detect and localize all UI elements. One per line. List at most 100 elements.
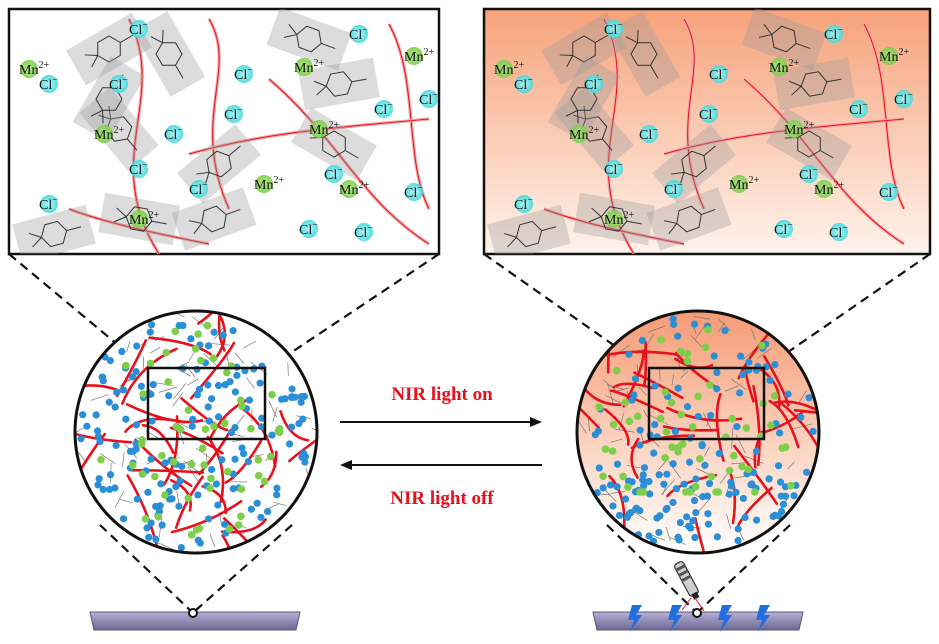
linker-line: [638, 386, 647, 396]
chloride-ion-glow: [665, 180, 683, 198]
chloride-dot: [774, 462, 783, 470]
chloride-ion-glow: [585, 75, 603, 93]
chloride-dot: [94, 432, 102, 440]
polymer-fiber: [604, 408, 630, 446]
manganese-dot: [619, 472, 627, 481]
manganese-ion-glow: [770, 58, 788, 76]
chloride-ion-glow: [300, 220, 318, 238]
chloride-dot: [210, 328, 218, 336]
chloride-dot: [713, 385, 721, 393]
linker-line: [680, 370, 689, 379]
manganese-dot: [609, 420, 618, 429]
chloride-dot: [727, 478, 735, 486]
chloride-dot: [221, 381, 229, 389]
linker-line: [697, 498, 711, 514]
manganese-dot: [656, 414, 665, 423]
manganese-dot: [161, 491, 169, 499]
linker-line: [75, 426, 86, 434]
manganese-dot: [633, 412, 642, 421]
chloride-dot: [147, 455, 155, 463]
chloride-ion-glow: [830, 223, 848, 241]
chloride-dot: [685, 522, 693, 530]
polymer-fiber: [75, 432, 107, 490]
manganese-dot: [704, 326, 712, 334]
manganese-dot: [744, 465, 753, 474]
chloride-dot: [231, 424, 239, 432]
manganese-dot: [172, 422, 181, 431]
chloride-dot: [165, 392, 173, 400]
linker-line: [272, 501, 287, 506]
chloride-ion-glow: [40, 195, 58, 213]
chloride-dot: [805, 394, 813, 402]
chloride-dot: [721, 327, 729, 335]
catechol-unit: [607, 11, 681, 97]
manganese-dot: [728, 414, 736, 423]
chloride-dot: [204, 381, 212, 389]
chloride-dot: [257, 423, 266, 431]
chloride-ion-glow: [355, 223, 373, 241]
chloride-dot: [775, 512, 783, 520]
manganese-dot: [139, 390, 147, 398]
linker-line: [694, 316, 710, 320]
manganese-dot: [677, 410, 686, 419]
polymer-fiber: [75, 429, 133, 444]
chloride-dot: [645, 477, 653, 486]
linker-line: [126, 341, 131, 353]
chloride-dot: [204, 515, 213, 523]
linker-line: [718, 318, 732, 331]
chloride-dot: [207, 395, 216, 403]
manganese-dot: [154, 512, 163, 521]
manganese-ion-glow: [605, 210, 623, 228]
forward-arrow: NIR light on: [340, 384, 542, 427]
linker-line: [651, 534, 666, 541]
manganese-dot: [683, 357, 692, 366]
polymer-fiber: [662, 425, 719, 432]
catechol-unit: [132, 11, 206, 97]
manganese-dot: [238, 402, 246, 410]
manganese-dot: [223, 368, 231, 377]
chloride-ion-glow: [515, 195, 533, 213]
manganese-dot: [170, 458, 178, 466]
linker-line: [268, 400, 278, 418]
catechol-unit: [741, 9, 827, 71]
chloride-dot: [119, 386, 127, 394]
chloride-dot: [146, 328, 154, 336]
chloride-dot: [288, 393, 296, 401]
chloride-dot: [704, 510, 712, 518]
chloride-dot: [132, 368, 140, 376]
chloride-ion-glow: [130, 160, 148, 178]
polymer-fiber: [752, 384, 761, 467]
manganese-dot: [254, 455, 263, 464]
manganese-dot: [694, 392, 702, 401]
linker-line: [618, 412, 625, 431]
chloride-dot: [178, 462, 186, 470]
chloride-dot: [752, 447, 761, 455]
chloride-dot: [672, 485, 681, 493]
catechol-unit: [298, 57, 380, 111]
chloride-dot: [725, 490, 734, 498]
manganese-ion-glow: [130, 210, 148, 228]
chloride-dot: [99, 377, 107, 385]
chloride-dot: [706, 411, 715, 420]
chloride-dot: [776, 478, 785, 486]
manganese-dot: [612, 366, 621, 375]
chloride-dot: [640, 464, 649, 472]
chloride-ion-glow: [605, 20, 623, 38]
manganese-dot: [209, 354, 218, 363]
chloride-dot: [797, 413, 805, 421]
linker-line: [612, 344, 630, 358]
chloride-dot: [809, 427, 817, 436]
polymer-fiber: [762, 355, 790, 407]
manganese-dot: [682, 488, 690, 496]
chloride-dot: [219, 331, 227, 339]
polymer-fiber: [224, 439, 263, 484]
chloride-dot: [752, 516, 761, 524]
chloride-ion-glow: [375, 100, 393, 118]
manganese-dot: [268, 390, 276, 399]
chloride-ion-glow: [825, 25, 843, 43]
manganese-dot: [184, 406, 193, 415]
chloride-dot: [734, 525, 742, 533]
manganese-dot: [742, 424, 751, 432]
chloride-dot: [106, 485, 114, 494]
chloride-dot: [111, 403, 119, 411]
